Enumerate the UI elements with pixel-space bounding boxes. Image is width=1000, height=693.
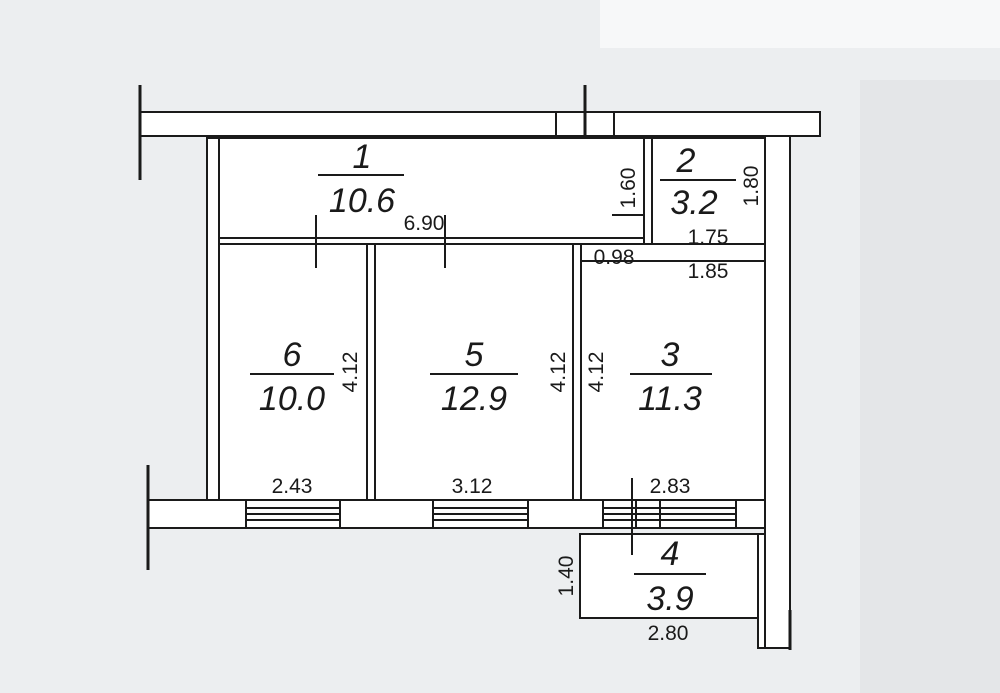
dim-room6-depth: 4.12 — [339, 352, 362, 393]
dim-room6-width: 2.43 — [272, 475, 313, 498]
partition-6-5 — [366, 243, 376, 501]
room-3 — [580, 243, 766, 501]
dim-room3-depth: 4.12 — [585, 352, 608, 393]
dim-corridor-width: 1.60 — [617, 168, 640, 209]
room-6-area: 10.0 — [259, 380, 325, 418]
room-3-area: 11.3 — [638, 380, 702, 418]
dim-opening-width: 0.98 — [594, 246, 635, 269]
dim-room5-depth: 4.12 — [547, 352, 570, 393]
room-3-number: 3 — [661, 336, 680, 374]
room-2-number: 2 — [676, 142, 696, 180]
room-4-area: 3.9 — [646, 580, 693, 618]
room-3-top — [581, 260, 765, 262]
room-2-area: 3.2 — [670, 184, 717, 222]
dim-room3-width-top: 1.85 — [688, 260, 729, 283]
dim-balcony-depth: 1.40 — [555, 556, 578, 597]
room-1-area: 10.6 — [329, 182, 395, 220]
dim-room5-width: 3.12 — [452, 475, 493, 498]
room-5-area: 12.9 — [441, 380, 507, 418]
room-1-number: 1 — [353, 138, 372, 176]
dim-balcony-width: 2.80 — [648, 622, 689, 645]
room-5-number: 5 — [465, 336, 484, 374]
window-room-5 — [432, 499, 529, 529]
window-room-3 — [602, 499, 737, 529]
room-4-number: 4 — [661, 535, 680, 573]
left-wall — [206, 137, 220, 501]
partition-5-3 — [572, 243, 582, 501]
balcony-right-wall — [757, 533, 766, 649]
room-6-number: 6 — [283, 336, 302, 374]
paper-sheet — [600, 0, 1000, 48]
top-wall — [139, 111, 821, 137]
dim-corridor-length: 6.90 — [404, 212, 445, 235]
dim-room2-width: 1.75 — [688, 226, 729, 249]
right-wall — [764, 135, 791, 649]
paper-shade — [860, 80, 1000, 693]
dim-room3-width-bottom: 2.83 — [650, 475, 691, 498]
room-4 — [579, 533, 759, 619]
window-room-6 — [245, 499, 341, 529]
room-2-wall — [643, 137, 653, 261]
dim-room2-height: 1.80 — [740, 166, 763, 207]
